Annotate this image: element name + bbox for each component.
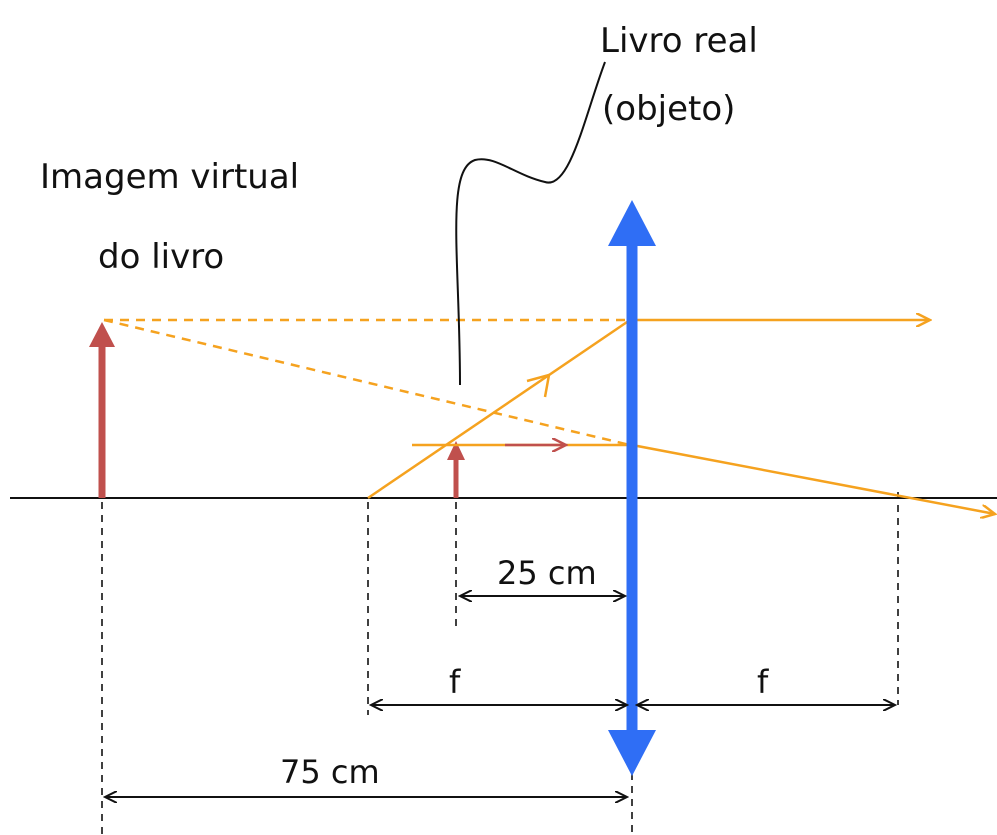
image-distance-label: 75 cm bbox=[280, 753, 380, 791]
real-object-arrow bbox=[447, 441, 465, 498]
virtual-image-arrow bbox=[89, 322, 115, 498]
focal-left-label: f bbox=[449, 663, 461, 701]
real-book-label: Livro real bbox=[600, 21, 758, 61]
parallel-ray-refracted bbox=[631, 443, 995, 514]
virtual-image-label-line2: do livro bbox=[98, 237, 224, 277]
converging-lens bbox=[608, 200, 656, 776]
focal-ray-incident bbox=[367, 318, 631, 500]
light-rays bbox=[103, 318, 995, 514]
focal-ray-arrowhead bbox=[526, 373, 551, 398]
real-book-object-label: (objeto) bbox=[602, 89, 735, 129]
focal-right-label: f bbox=[757, 663, 769, 701]
label-leader-line bbox=[455, 61, 606, 386]
virtual-ray-diagonal bbox=[103, 318, 631, 447]
object-distance-label: 25 cm bbox=[497, 554, 597, 592]
guide-lines bbox=[101, 492, 899, 835]
dimension-arrows bbox=[105, 596, 895, 797]
virtual-image-label-line1: Imagem virtual bbox=[40, 157, 299, 197]
